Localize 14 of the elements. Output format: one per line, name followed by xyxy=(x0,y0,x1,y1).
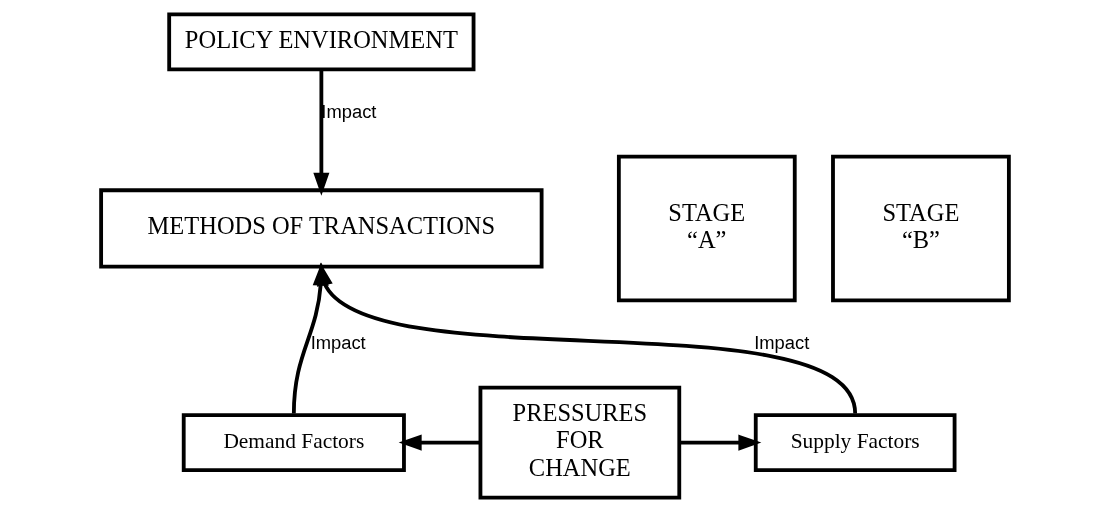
node-box: METHODS OF TRANSACTIONS xyxy=(99,188,544,269)
edge-label: Impact xyxy=(321,100,377,122)
node-box: Demand Factors xyxy=(181,413,406,473)
node-box: POLICY ENVIRONMENT xyxy=(167,12,476,72)
arrow xyxy=(313,69,330,196)
node-box: STAGE “B” xyxy=(831,154,1011,303)
arrow xyxy=(679,434,762,451)
edge-label: Impact xyxy=(310,331,366,353)
node-box: Supply Factors xyxy=(753,413,957,473)
edge-label: Impact xyxy=(754,331,810,353)
node-box: PRESSURES FOR CHANGE xyxy=(478,385,682,500)
node-box: STAGE “A” xyxy=(616,154,797,303)
arrow xyxy=(316,262,857,415)
arrow xyxy=(398,434,480,451)
